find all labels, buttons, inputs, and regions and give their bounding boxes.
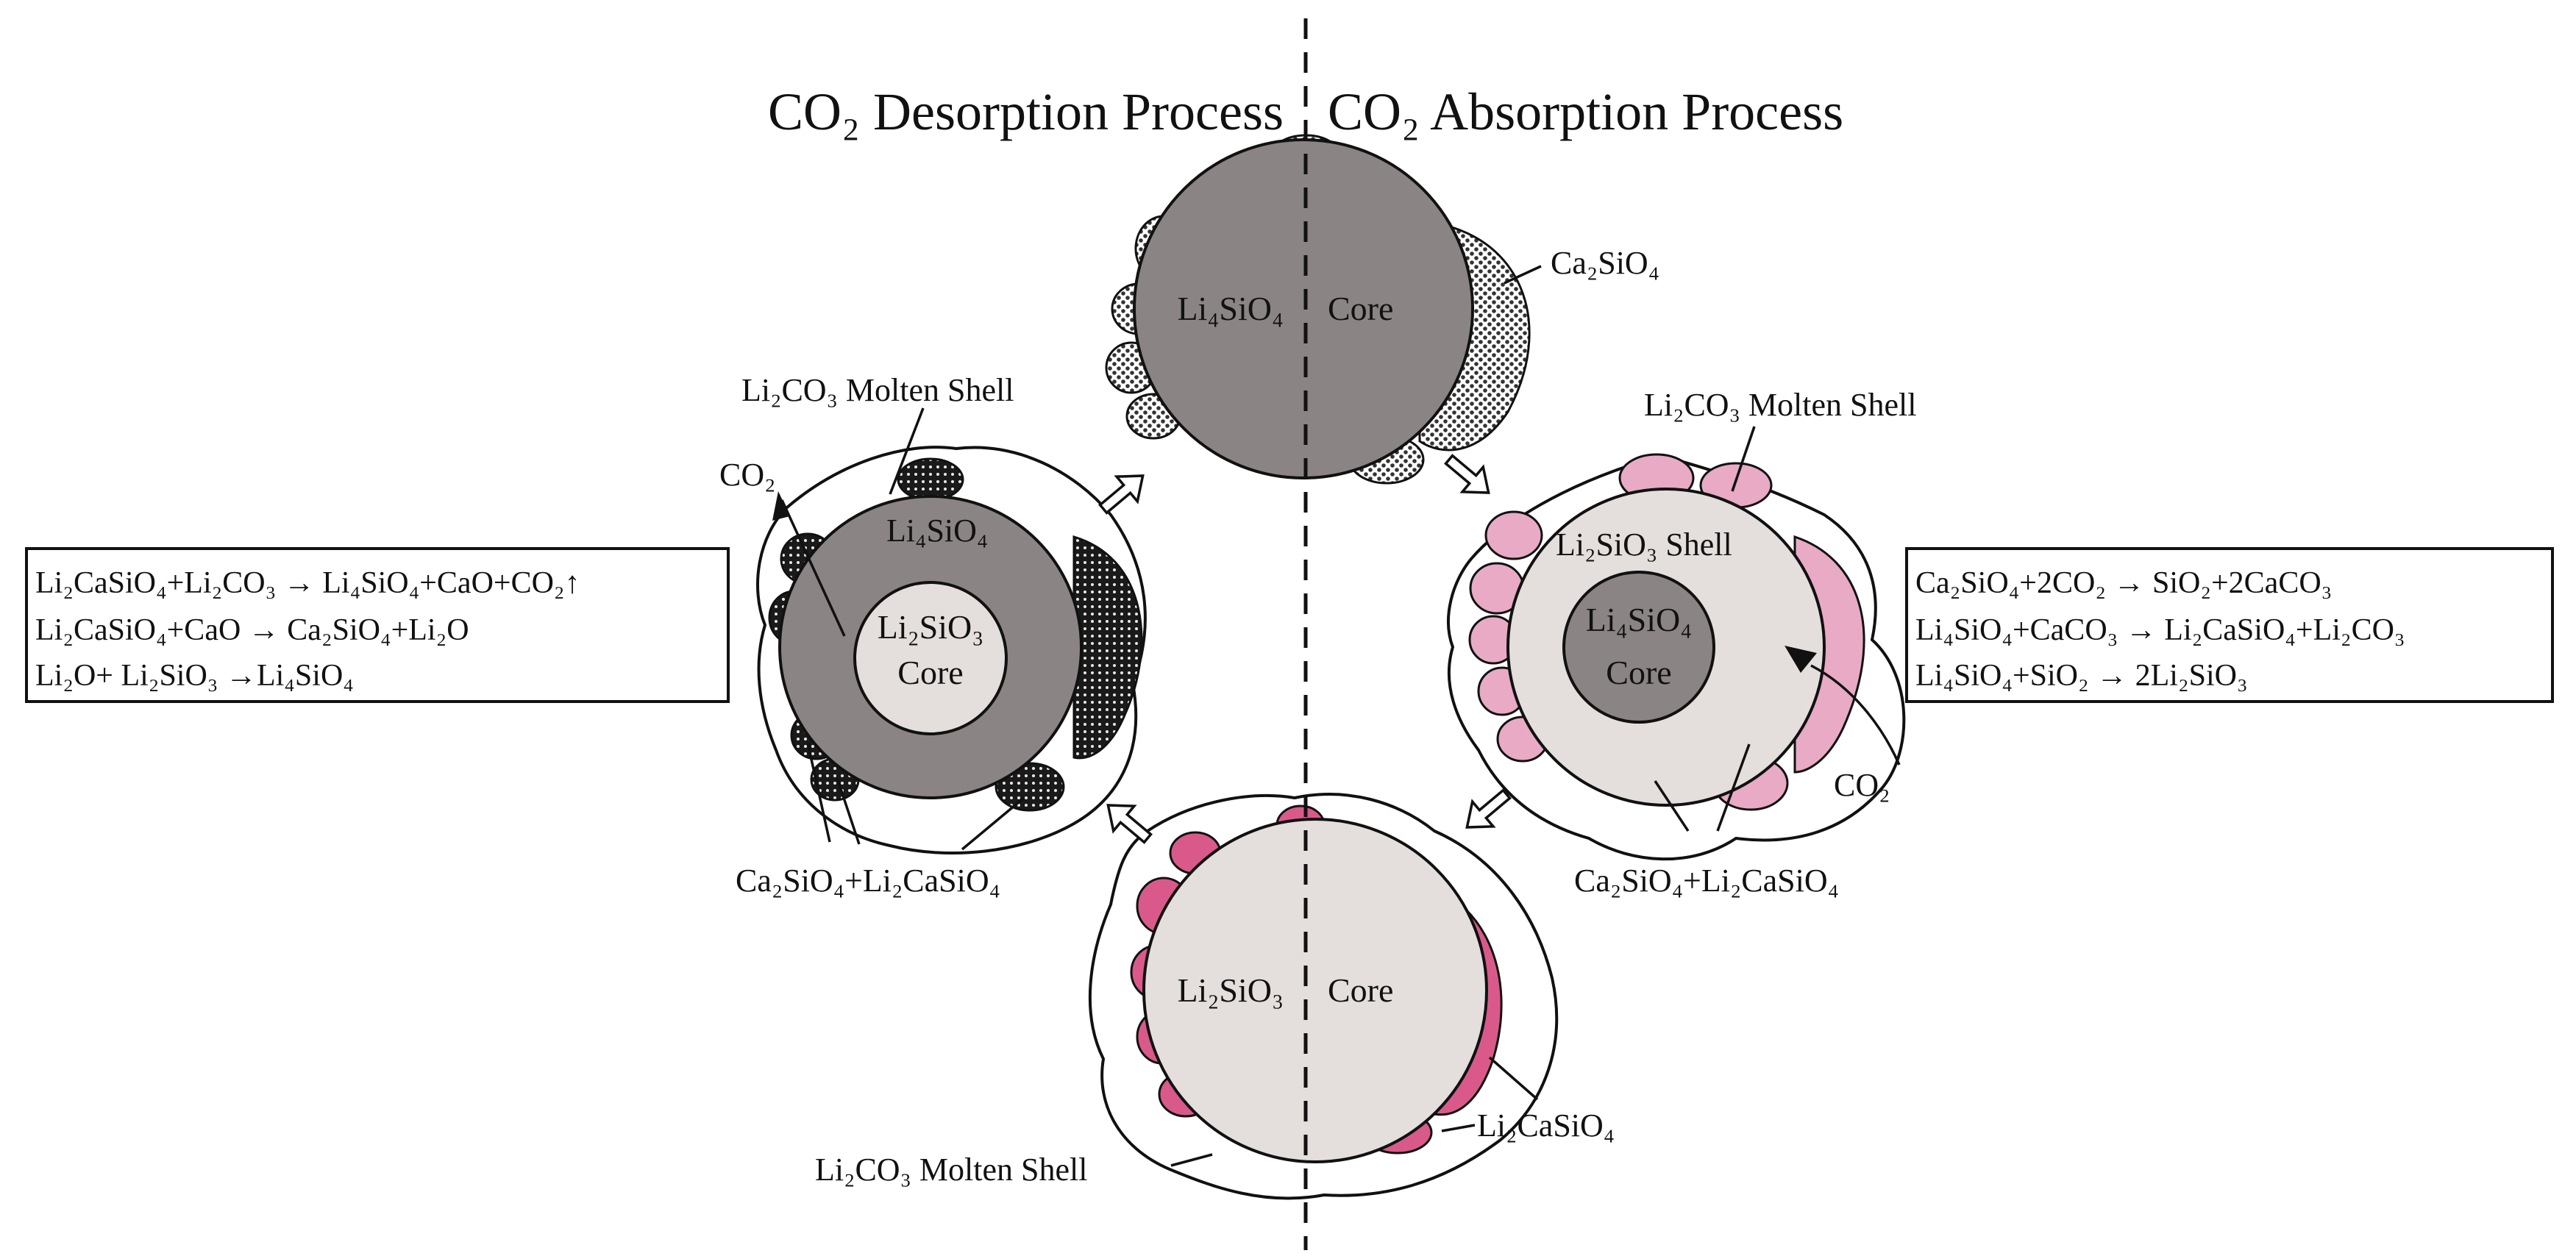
desorption-title: CO₂ Desorption Process bbox=[768, 82, 1284, 141]
absorption-title: CO₂ Absorption Process bbox=[1328, 82, 1843, 141]
top-core-formula: Li₄SiO₄ bbox=[1177, 290, 1284, 327]
left-core-formula: Li₂SiO₃ bbox=[878, 608, 984, 646]
absorption-reactions-box: Ca₂SiO₄+2CO₂ → SiO₂+2CaCO₃ Li₄SiO₄+CaCO₃… bbox=[1905, 547, 2554, 703]
desorption-reaction-3: Li₂O+ Li₂SiO₃ →Li₄SiO₄ bbox=[35, 659, 354, 693]
particle-bottom: Li₂SiO₃ Core Li₂CO₃ Molten Shell Li₂CaSi… bbox=[815, 793, 1615, 1200]
li4sio4-core-right bbox=[1562, 571, 1715, 724]
absorption-reaction-1: Ca₂SiO₄+2CO₂ → SiO₂+2CaCO₃ bbox=[1915, 566, 2332, 600]
arrow-right-to-bottom bbox=[1465, 788, 1512, 829]
bottom-product-label: Li₂CaSiO₄ bbox=[1477, 1107, 1615, 1143]
cycle-arrows bbox=[1098, 454, 1512, 844]
right-core-formula: Li₄SiO₄ bbox=[1586, 601, 1693, 638]
left-core-word: Core bbox=[897, 654, 963, 691]
particle-right: Li₂CO₃ Molten Shell Li₂SiO₃ Shell Li₄SiO… bbox=[1447, 387, 1916, 899]
desorption-reaction-2: Li₂CaSiO₄+CaO → Ca₂SiO₄+Li₂O bbox=[35, 613, 469, 647]
bottom-core-word: Core bbox=[1328, 971, 1393, 1009]
arrow-left-to-top bbox=[1098, 474, 1145, 515]
li4sio4-core-top bbox=[1133, 138, 1474, 479]
left-outer-label: Li₄SiO₄ bbox=[886, 513, 988, 549]
li2sio3-core-left bbox=[853, 581, 1008, 735]
top-shell-label: Ca₂SiO₄ bbox=[1551, 245, 1659, 281]
left-product-label: Ca₂SiO₄+Li₂CaSiO₄ bbox=[736, 863, 1000, 899]
absorption-reaction-3: Li₄SiO₄+SiO₂ → 2Li₂SiO₃ bbox=[1915, 659, 2248, 693]
right-product-label: Ca₂SiO₄+Li₂CaSiO₄ bbox=[1574, 863, 1839, 899]
left-gas-label: CO₂ bbox=[719, 457, 775, 493]
li2sio3-core-bottom bbox=[1142, 818, 1488, 1163]
particle-left: Li₂CO₃ Molten Shell CO₂ Li₄SiO₄ Li₂SiO₃ … bbox=[719, 372, 1147, 899]
bottom-core-formula: Li₂SiO₃ bbox=[1177, 971, 1284, 1009]
arrow-bottom-to-left bbox=[1106, 804, 1153, 844]
right-core-word: Core bbox=[1606, 654, 1671, 691]
left-shell-label: Li₂CO₃ Molten Shell bbox=[741, 372, 1014, 408]
desorption-reactions-box: Li₂CaSiO₄+Li₂CO₃ → Li₄SiO₄+CaO+CO₂↑ Li₂C… bbox=[25, 547, 730, 703]
right-gas-label: CO₂ bbox=[1834, 767, 1890, 803]
right-shell-label: Li₂CO₃ Molten Shell bbox=[1644, 387, 1916, 423]
bottom-shell-label: Li₂CO₃ Molten Shell bbox=[815, 1152, 1087, 1188]
absorption-reaction-2: Li₄SiO₄+CaCO₃ → Li₂CaSiO₄+Li₂CO₃ bbox=[1915, 613, 2405, 647]
desorption-reaction-1: Li₂CaSiO₄+Li₂CO₃ → Li₄SiO₄+CaO+CO₂↑ bbox=[35, 566, 580, 600]
particle-top: Li₄SiO₄ Core Ca₂SiO₄ bbox=[1105, 134, 1659, 485]
right-middle-label: Li₂SiO₃ Shell bbox=[1556, 527, 1732, 563]
top-core-word: Core bbox=[1328, 290, 1393, 327]
arrow-top-to-right bbox=[1444, 454, 1490, 494]
